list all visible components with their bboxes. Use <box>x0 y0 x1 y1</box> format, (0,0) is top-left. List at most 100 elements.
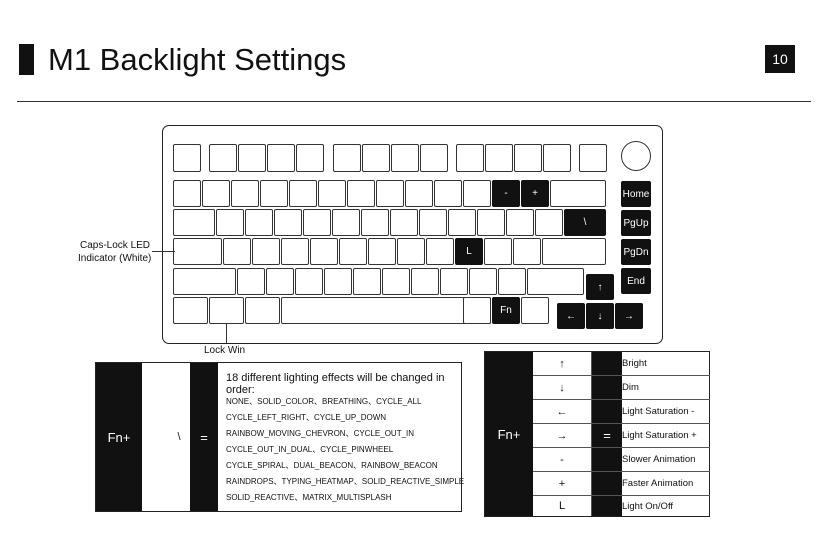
effects-equals-cell: = <box>190 363 218 511</box>
effects-heading: 18 different lighting effects will be ch… <box>226 372 445 396</box>
key-f11 <box>514 144 542 172</box>
effects-line: RAINDROPS、TYPING_HEATMAP、SOLID_REACTIVE_… <box>226 477 465 486</box>
function-label: Dim <box>622 382 639 393</box>
key-e <box>274 209 302 236</box>
key-lctrl <box>173 297 208 324</box>
keyboard-diagram: - + Home \ PgUp L PgDn ↑ End Fn <box>162 125 663 344</box>
key-period <box>469 268 497 295</box>
key-f7 <box>391 144 419 172</box>
function-row: - Slower Animation <box>533 448 710 472</box>
key-esc <box>173 144 201 172</box>
key-9 <box>434 180 462 207</box>
effects-line: SOLID_REACTIVE、MATRIX_MULTISPLASH <box>226 493 392 502</box>
key-ralt <box>463 297 491 324</box>
caps-lock-annotation-line1: Caps-Lock LED <box>80 240 151 251</box>
function-row: + Faster Animation <box>533 472 710 496</box>
effects-line: CYCLE_LEFT_RIGHT、CYCLE_UP_DOWN <box>226 413 387 422</box>
key-f10 <box>485 144 513 172</box>
key-a <box>223 238 251 265</box>
key-k <box>426 238 454 265</box>
key-f <box>310 238 338 265</box>
key-arrow-up: ↑ <box>586 274 614 300</box>
key-o <box>448 209 476 236</box>
key-end: End <box>621 268 651 294</box>
key-grave <box>173 180 201 207</box>
function-equals-cell <box>592 400 622 423</box>
key-0 <box>463 180 491 207</box>
key-f2 <box>238 144 266 172</box>
key-pgdn: PgDn <box>621 239 651 265</box>
function-label: Light Saturation - <box>622 406 695 417</box>
key-m <box>411 268 439 295</box>
key-f3 <box>267 144 295 172</box>
key-semicolon <box>484 238 512 265</box>
function-key-left: ← <box>533 400 592 423</box>
effects-line: CYCLE_OUT_IN_DUAL、CYCLE_PINWHEEL <box>226 445 394 454</box>
key-8 <box>405 180 433 207</box>
key-v <box>324 268 352 295</box>
key-plus: + <box>521 180 549 207</box>
key-1 <box>202 180 230 207</box>
key-quote <box>513 238 541 265</box>
key-f6 <box>362 144 390 172</box>
key-minus: - <box>492 180 520 207</box>
key-4 <box>289 180 317 207</box>
key-space <box>281 297 491 324</box>
key-h <box>368 238 396 265</box>
key-f8 <box>420 144 448 172</box>
key-w <box>245 209 273 236</box>
function-key-down: ↓ <box>533 376 592 399</box>
effects-line: NONE、SOLID_COLOR、BREATHING、CYCLE_ALL <box>226 397 422 406</box>
key-x <box>266 268 294 295</box>
key-lbracket <box>506 209 534 236</box>
key-arrow-left: ← <box>557 303 585 329</box>
key-u <box>390 209 418 236</box>
function-equals-cell <box>592 472 622 495</box>
function-row: ↑ Bright <box>533 352 710 376</box>
header-divider <box>17 101 811 102</box>
key-d <box>281 238 309 265</box>
key-c <box>295 268 323 295</box>
function-equals-cell <box>592 352 622 375</box>
function-row: L Light On/Off <box>533 496 710 516</box>
key-f4 <box>296 144 324 172</box>
key-t <box>332 209 360 236</box>
key-5 <box>318 180 346 207</box>
function-equals-cell <box>592 376 622 399</box>
effects-line: RAINBOW_MOVING_CHEVRON、CYCLE_OUT_IN <box>226 429 415 438</box>
key-pgup: PgUp <box>621 210 651 236</box>
key-fn: Fn <box>492 297 520 324</box>
key-lalt <box>245 297 280 324</box>
key-lshift <box>173 268 236 295</box>
function-row: ← Light Saturation - <box>533 400 710 424</box>
key-p <box>477 209 505 236</box>
volume-knob <box>621 141 651 171</box>
key-rctrl <box>521 297 549 324</box>
key-comma <box>440 268 468 295</box>
key-g <box>339 238 367 265</box>
key-7 <box>376 180 404 207</box>
effects-key-cell: \ <box>177 431 181 443</box>
function-label: Faster Animation <box>622 478 694 489</box>
function-label: Bright <box>622 358 647 369</box>
key-rbracket <box>535 209 563 236</box>
function-row: → = Light Saturation + <box>533 424 710 448</box>
key-s <box>252 238 280 265</box>
function-key-plus: + <box>533 472 592 495</box>
key-f9 <box>456 144 484 172</box>
function-key-minus: - <box>533 448 592 471</box>
function-modifier-cell: Fn+ <box>485 352 533 516</box>
key-r <box>303 209 331 236</box>
key-print <box>579 144 607 172</box>
key-f5 <box>333 144 361 172</box>
function-label: Slower Animation <box>622 454 696 465</box>
key-b <box>353 268 381 295</box>
key-capslock <box>173 238 222 265</box>
key-arrow-down: ↓ <box>586 303 614 329</box>
page-title: M1 Backlight Settings <box>48 42 347 77</box>
key-6 <box>347 180 375 207</box>
function-label: Light Saturation + <box>622 430 697 441</box>
key-i <box>419 209 447 236</box>
function-key-right: → <box>533 424 592 447</box>
key-home: Home <box>621 181 651 207</box>
